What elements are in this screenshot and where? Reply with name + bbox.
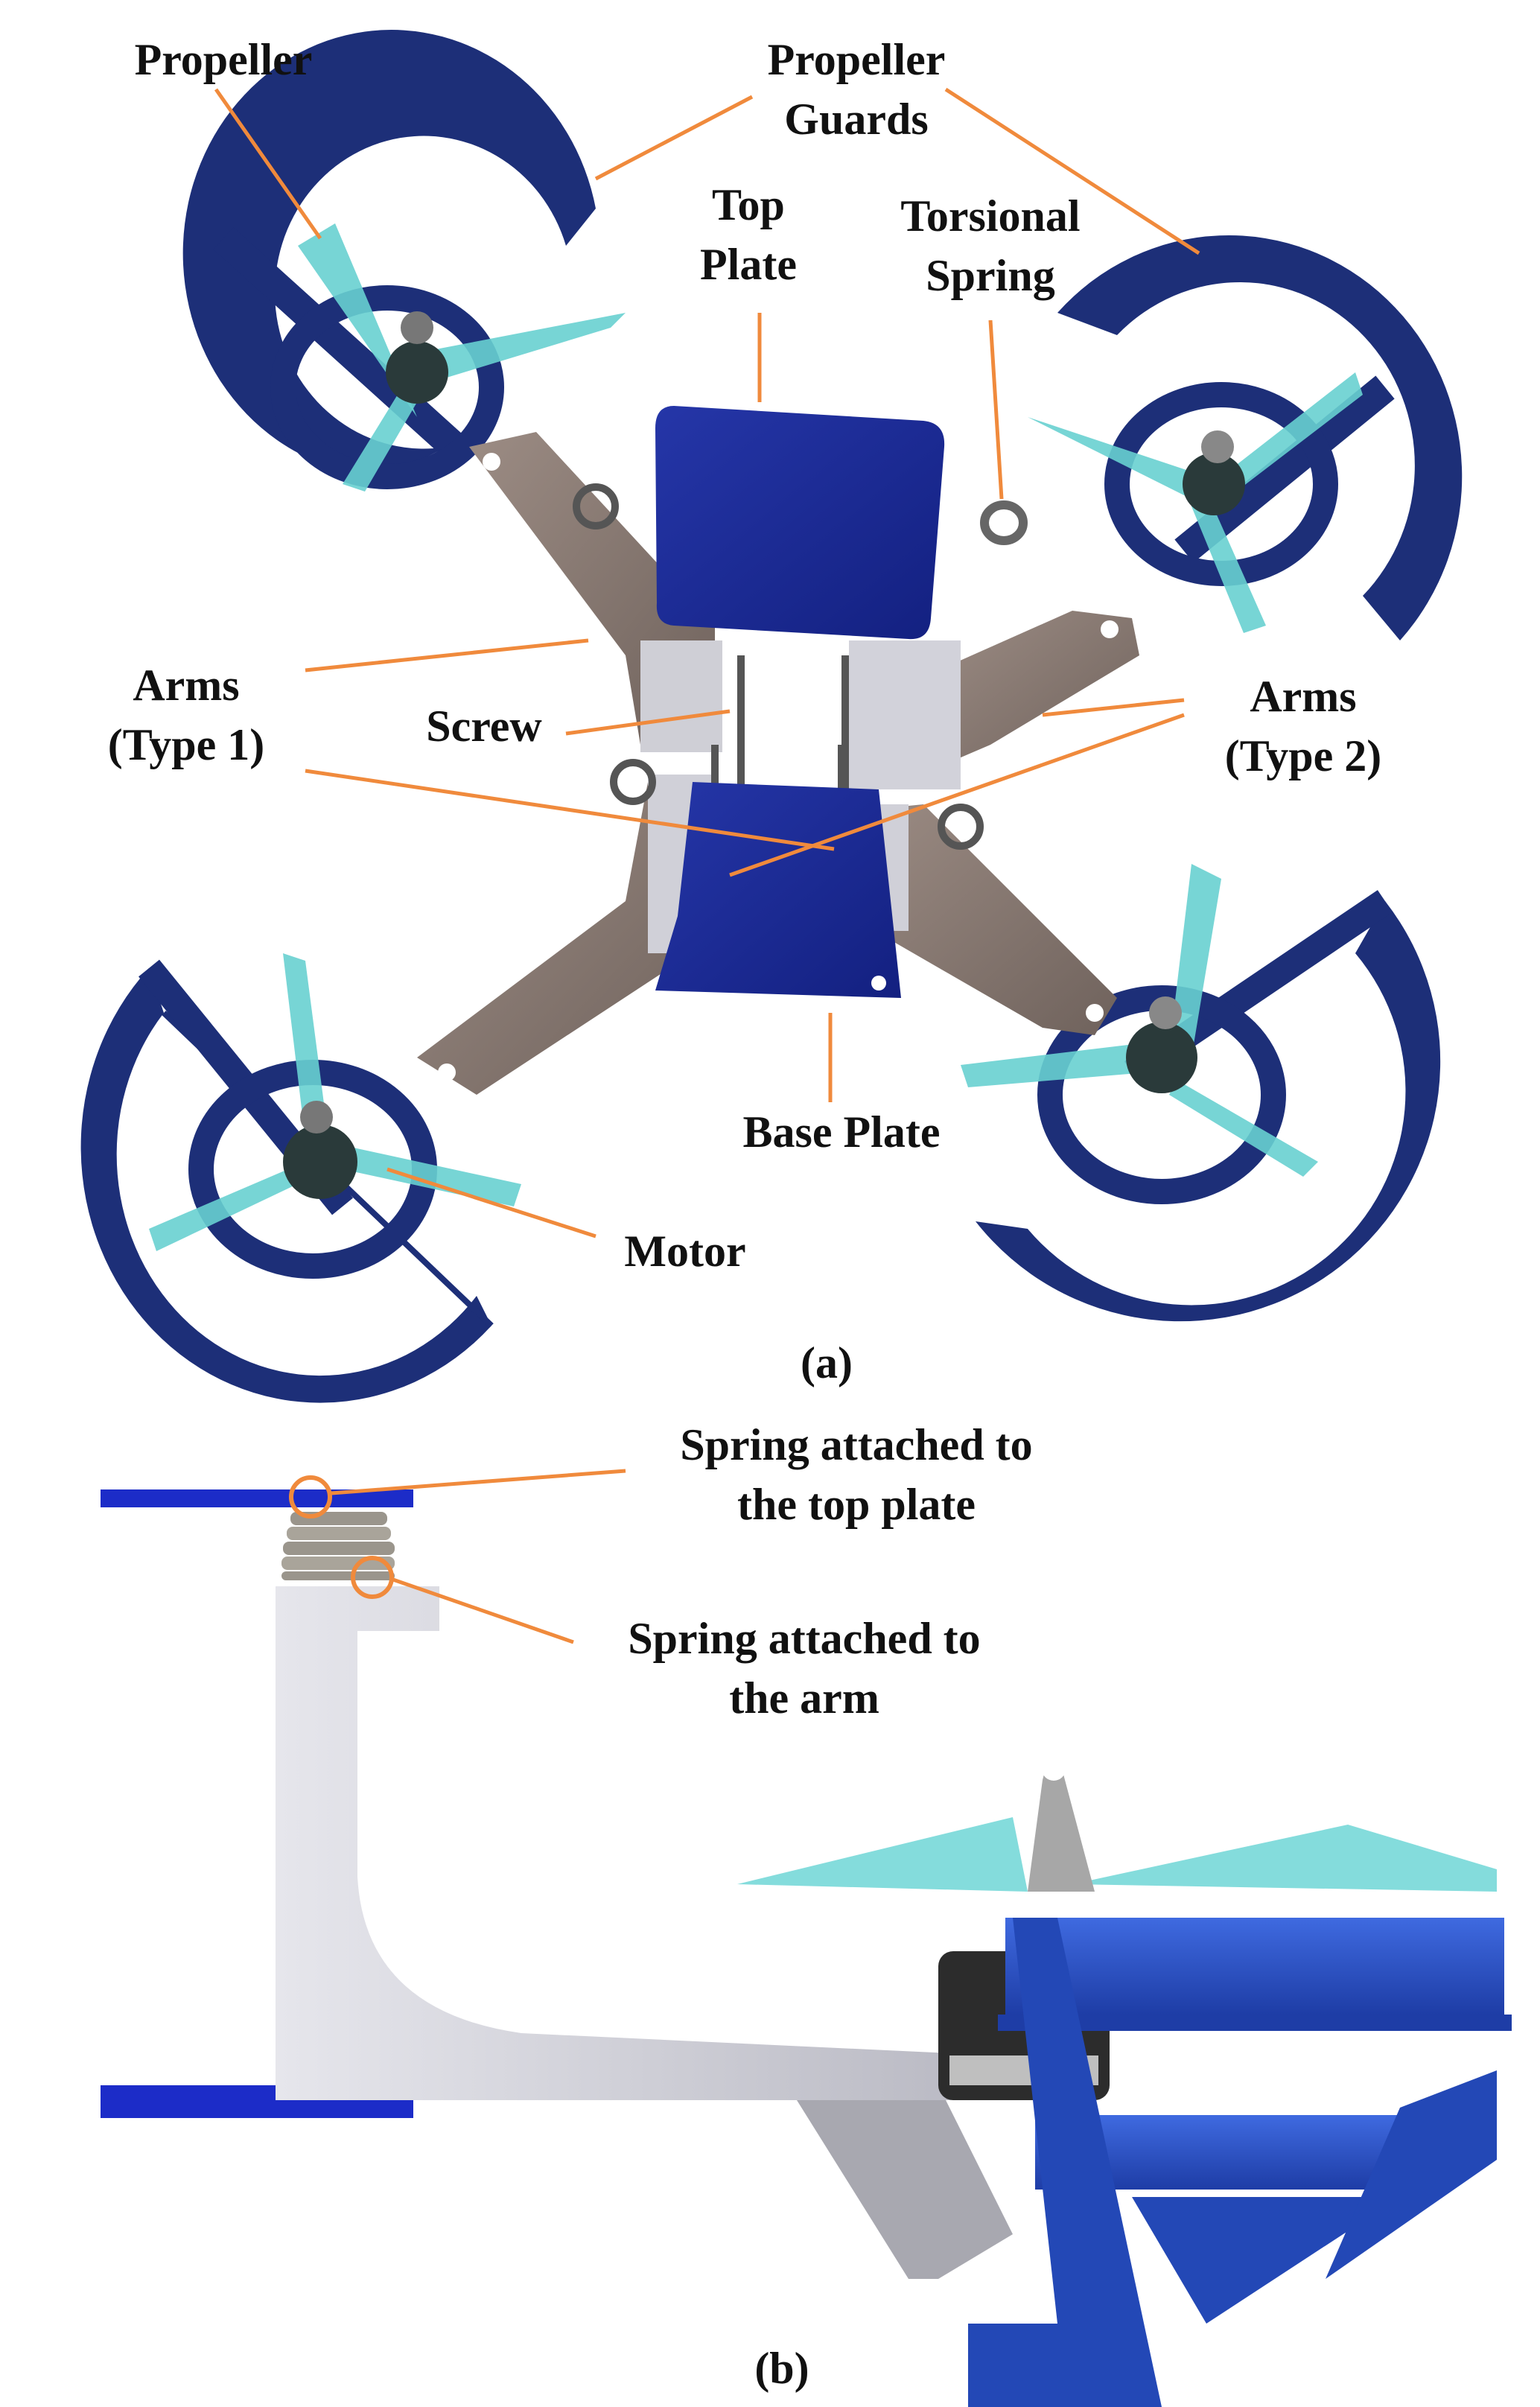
guard-top-right	[1028, 235, 1463, 640]
label-arms-type1: Arms(Type 1)	[107, 661, 265, 769]
leader-lines-a	[214, 87, 1200, 1239]
side-view	[101, 1475, 1512, 2407]
arm-type1-lower	[417, 759, 715, 1095]
guard-bottom-left	[80, 953, 521, 1403]
arm-type1-upper	[469, 432, 722, 752]
side-spring	[281, 1512, 395, 1580]
caption-b: (b)	[754, 2344, 809, 2393]
label-propeller: Propeller	[134, 35, 313, 84]
leader-lines-b	[331, 1469, 626, 1644]
label-base-plate: Base Plate	[742, 1107, 941, 1157]
top-plate	[655, 406, 945, 640]
base-plate	[655, 782, 901, 998]
guard-top-left	[182, 30, 626, 492]
label-arms-type2: Arms(Type 2)	[1224, 672, 1382, 780]
guard-bottom-right	[961, 864, 1441, 1322]
label-motor: Motor	[624, 1227, 746, 1276]
label-screw: Screw	[426, 702, 542, 751]
arm-type2-upper	[849, 611, 1139, 789]
caption-a: (a)	[801, 1338, 853, 1387]
torsional-spring	[980, 500, 1028, 545]
